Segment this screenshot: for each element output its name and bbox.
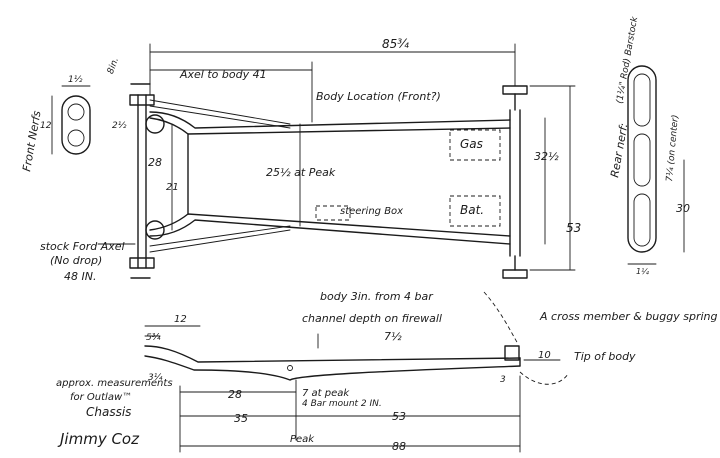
front-spring-perch-bottom: [129, 257, 155, 269]
rear-nerf-slot-2: [633, 133, 651, 187]
rear-nerf-height-label: 30: [676, 202, 690, 215]
rear-nerf-slot-3: [633, 193, 651, 247]
rear-nerf-loop: [627, 65, 657, 253]
rear-nerf-width-label: 1¼: [636, 267, 649, 276]
front-marker-label: 8in.: [106, 56, 121, 75]
front-nerf-circle-bottom: [67, 129, 85, 147]
rise-dim-label: 3¼: [148, 373, 163, 383]
gas-tank-label: Gas: [460, 137, 483, 151]
frame-rail-bottom-inner: [149, 213, 511, 237]
kickup-dim-label: 5¾: [146, 333, 161, 343]
front-spring-perch-top: [129, 94, 155, 106]
front-axle-note: stock Ford Axel (No drop) 48 IN.: [40, 240, 136, 283]
front-nerf-loop: [61, 95, 91, 155]
battery-outline: [449, 195, 501, 227]
rear-inner-label: 32½: [534, 150, 559, 163]
side-frame-top: [144, 345, 521, 363]
front-nerf-title: Front Nerfs: [20, 109, 44, 172]
steering-box-label: steering Box: [340, 206, 403, 217]
axle-to-body-label: Axel to body 41: [179, 68, 267, 81]
tip-of-body-label: Tip of body: [574, 350, 636, 363]
frame-rail-bottom: [149, 219, 511, 245]
tail-dim-label: 10: [538, 350, 551, 361]
radius-rod-top-b: [149, 105, 291, 129]
front-axle-line2: (No drop): [50, 254, 102, 267]
body-note-label: body 3in. from 4 bar: [320, 290, 434, 303]
approx-note-line1: approx. measurements: [56, 378, 173, 389]
front-nerf-circle-top: [67, 103, 85, 121]
rear-nerf-detail: 30 1¼ Rear nerf: (1¼" Rod) Barstock 7¼ (…: [608, 15, 690, 276]
front-wheel-hub-bottom: [145, 220, 165, 240]
radius-rod-top: [149, 99, 291, 125]
rear-nerf-slot-1: [633, 73, 651, 127]
side-frame-bottom: [144, 355, 521, 381]
top-view: 85¾ 8in. Axel to body 41 Body Location (…: [106, 37, 581, 279]
channel-depth-label: 7½: [384, 330, 402, 343]
front-nerf-detail: 1½ 12 Front Nerfs: [20, 75, 91, 173]
tip-of-body-arc: [519, 371, 569, 385]
signature: Jimmy Coz: [57, 430, 140, 448]
peak-width-label: 25½ at Peak: [266, 166, 336, 179]
channel-note-label: channel depth on firewall: [302, 312, 442, 325]
rear-nerf-title: Rear nerf:: [608, 122, 630, 178]
four-bar-mount-dot: [287, 365, 293, 371]
author-notes: approx. measurements for Outlaw™ Chassis…: [56, 378, 173, 448]
crossmember-arc: [483, 291, 519, 345]
side-dim-35-label: 35: [234, 412, 248, 425]
front-rail-offset-label: 2½: [112, 121, 127, 131]
peak-label: Peak: [290, 434, 315, 445]
front-nerf-height-label: 12: [40, 121, 52, 131]
front-axle-line3: 48 IN.: [64, 270, 96, 283]
body-location-label: Body Location (Front?): [316, 90, 441, 103]
side-dim-53-label: 53: [392, 410, 406, 423]
side-view: body 3in. from 4 bar channel depth on fi…: [144, 290, 718, 453]
rear-height-label: 3: [500, 375, 506, 385]
crossmember-note-label: A cross member & buggy spring: [539, 310, 718, 323]
rear-outer-label: 53: [566, 221, 581, 235]
front-wheel-hub-top: [145, 114, 165, 134]
side-dim-28-label: 28: [228, 388, 242, 401]
front-inner-label: 21: [166, 182, 179, 193]
side-dim-88-label: 88: [392, 440, 406, 453]
approx-note-line2: for Outlaw™: [70, 392, 132, 403]
side-front-length-label: 12: [174, 314, 187, 325]
front-nerf-width-label: 1½: [68, 75, 83, 85]
peak-height-label: 7 at peak: [302, 388, 350, 399]
front-axle-line1: stock Ford Axel: [40, 240, 125, 253]
rear-hub-top: [502, 85, 528, 95]
radius-rod-bottom: [149, 229, 291, 253]
rear-crossmember-block: [504, 345, 520, 361]
frame-rail-top: [149, 111, 511, 129]
approx-note-line3: Chassis: [86, 405, 131, 419]
overall-length-label: 85¾: [382, 37, 409, 51]
steering-box-outline: [315, 205, 351, 221]
four-bar-mount-label: 4 Bar mount 2 IN.: [302, 399, 382, 409]
front-height-label: 28: [148, 156, 162, 169]
battery-label: Bat.: [460, 203, 484, 217]
gas-tank-outline: [449, 129, 501, 161]
rear-hub-bottom: [502, 269, 528, 279]
rear-nerf-spacing: 7¼ (on center): [665, 114, 681, 182]
radius-rod-bottom-b: [149, 225, 291, 247]
frame-rail-top-inner: [149, 117, 511, 135]
